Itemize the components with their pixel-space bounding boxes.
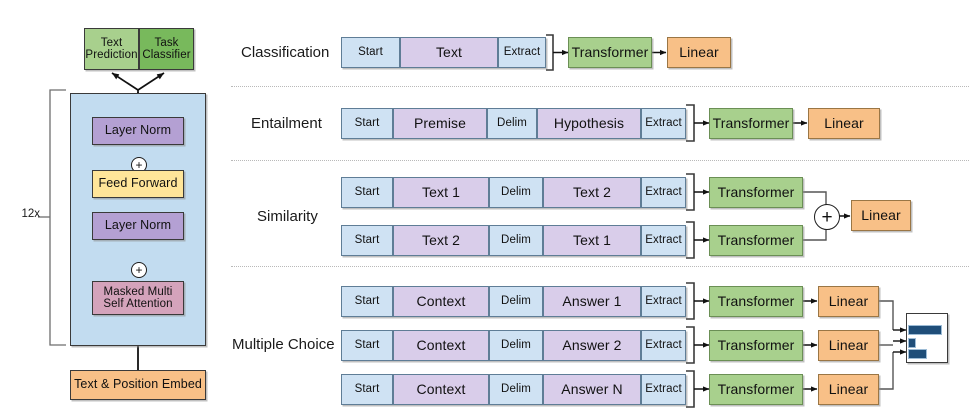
token-start[interactable]: Start bbox=[341, 108, 393, 139]
task-classifier-line1: Task bbox=[154, 36, 179, 49]
task-label-entailment: Entailment bbox=[251, 115, 322, 132]
linear-similarity[interactable]: Linear bbox=[851, 200, 911, 231]
token-answer-1[interactable]: Answer 1 bbox=[543, 286, 641, 317]
transformer-entailment[interactable]: Transformer bbox=[709, 108, 793, 139]
token-start[interactable]: Start bbox=[341, 177, 393, 208]
attention-line1: Masked Multi bbox=[103, 285, 173, 298]
token-delim[interactable]: Delim bbox=[489, 374, 543, 405]
task-classifier-line2: Classifier bbox=[142, 49, 191, 61]
score-bar-2 bbox=[908, 338, 916, 348]
token-start[interactable]: Start bbox=[341, 374, 393, 405]
divider-3 bbox=[231, 266, 969, 267]
text-prediction-line1: Text bbox=[100, 36, 123, 49]
transformer-mc-1[interactable]: Transformer bbox=[709, 286, 803, 317]
task-label-classification: Classification bbox=[241, 44, 330, 61]
token-start[interactable]: Start bbox=[341, 330, 393, 361]
token-text-1[interactable]: Text 1 bbox=[543, 225, 641, 256]
layer-norm-bottom[interactable]: Layer Norm bbox=[92, 212, 184, 240]
token-hypothesis[interactable]: Hypothesis bbox=[537, 108, 641, 139]
repeat-count-label: 12x bbox=[21, 208, 40, 220]
similarity-sum-node: + bbox=[814, 204, 840, 230]
score-bar-3 bbox=[908, 349, 927, 359]
linear-mc-1[interactable]: Linear bbox=[818, 286, 879, 317]
token-text-2[interactable]: Text 2 bbox=[393, 225, 489, 256]
attention-line2: Self Attention bbox=[103, 298, 173, 310]
residual-add-bottom: + bbox=[131, 262, 147, 278]
token-context[interactable]: Context bbox=[393, 286, 489, 317]
token-extract[interactable]: Extract bbox=[641, 108, 686, 139]
token-context[interactable]: Context bbox=[393, 330, 489, 361]
task-classifier-head[interactable]: Task Classifier bbox=[139, 28, 194, 70]
token-start[interactable]: Start bbox=[341, 225, 393, 256]
token-answer-n[interactable]: Answer N bbox=[543, 374, 641, 405]
text-prediction-line2: Prediction bbox=[85, 49, 138, 61]
divider-2 bbox=[231, 160, 969, 161]
layer-norm-top[interactable]: Layer Norm bbox=[92, 117, 184, 145]
token-extract[interactable]: Extract bbox=[641, 286, 686, 317]
token-extract[interactable]: Extract bbox=[498, 37, 546, 68]
linear-entailment[interactable]: Linear bbox=[808, 108, 880, 139]
linear-mc-3[interactable]: Linear bbox=[818, 374, 879, 405]
token-answer-2[interactable]: Answer 2 bbox=[543, 330, 641, 361]
score-bar-1 bbox=[908, 325, 942, 335]
divider-1 bbox=[231, 86, 969, 87]
transformer-similarity-2[interactable]: Transformer bbox=[709, 225, 803, 256]
text-position-embed[interactable]: Text & Position Embed bbox=[70, 370, 206, 400]
token-text-2[interactable]: Text 2 bbox=[543, 177, 641, 208]
token-delim[interactable]: Delim bbox=[489, 286, 543, 317]
transformer-classification[interactable]: Transformer bbox=[568, 37, 652, 68]
token-extract[interactable]: Extract bbox=[641, 177, 686, 208]
token-text-1[interactable]: Text 1 bbox=[393, 177, 489, 208]
token-delim[interactable]: Delim bbox=[489, 225, 543, 256]
token-delim[interactable]: Delim bbox=[489, 330, 543, 361]
token-start[interactable]: Start bbox=[341, 286, 393, 317]
token-delim[interactable]: Delim bbox=[487, 108, 537, 139]
feed-forward[interactable]: Feed Forward bbox=[92, 170, 184, 198]
token-extract[interactable]: Extract bbox=[641, 330, 686, 361]
linear-mc-2[interactable]: Linear bbox=[818, 330, 879, 361]
answer-score-barchart bbox=[906, 313, 948, 363]
transformer-mc-3[interactable]: Transformer bbox=[709, 374, 803, 405]
token-extract[interactable]: Extract bbox=[641, 225, 686, 256]
text-prediction-head[interactable]: Text Prediction bbox=[84, 28, 139, 70]
transformer-mc-2[interactable]: Transformer bbox=[709, 330, 803, 361]
token-premise[interactable]: Premise bbox=[393, 108, 487, 139]
token-start[interactable]: Start bbox=[341, 37, 400, 68]
token-delim[interactable]: Delim bbox=[489, 177, 543, 208]
token-text[interactable]: Text bbox=[400, 37, 498, 68]
token-extract[interactable]: Extract bbox=[641, 374, 686, 405]
task-label-similarity: Similarity bbox=[257, 208, 318, 225]
task-label-multiple-choice: Multiple Choice bbox=[232, 336, 335, 353]
token-context[interactable]: Context bbox=[393, 374, 489, 405]
transformer-similarity-1[interactable]: Transformer bbox=[709, 177, 803, 208]
masked-multi-self-attention[interactable]: Masked Multi Self Attention bbox=[92, 281, 184, 315]
linear-classification[interactable]: Linear bbox=[667, 37, 731, 68]
